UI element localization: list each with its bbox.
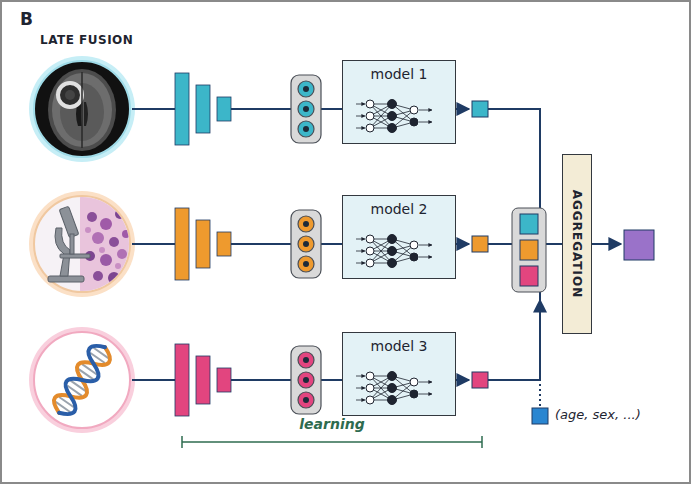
panel-letter: B <box>20 9 33 29</box>
aggregation-box: AGGREGATION <box>562 154 592 334</box>
output-squares <box>472 101 654 424</box>
mri-image <box>29 56 135 162</box>
figure-title: LATE FUSION <box>40 33 133 47</box>
model-box: model 2 <box>342 195 456 279</box>
neural-net-icon <box>356 100 432 133</box>
model-box: model 3 <box>342 332 456 416</box>
feature-vectors <box>291 75 321 414</box>
learning-bracket <box>182 436 482 448</box>
neural-net-icon <box>356 235 432 268</box>
bracket-label: learning <box>299 416 364 432</box>
model-box: model 1 <box>342 60 456 144</box>
vertical-label: AGGREGATION <box>570 190 584 299</box>
encoders <box>175 73 231 416</box>
covariate-label: (age, sex, ...) <box>555 407 641 422</box>
model-label: model 1 <box>343 61 455 82</box>
neural-net-icon <box>356 372 432 405</box>
model-label: model 3 <box>343 333 455 354</box>
histology-image <box>29 191 135 297</box>
model-label: model 2 <box>343 196 455 217</box>
dna-image <box>29 327 135 433</box>
